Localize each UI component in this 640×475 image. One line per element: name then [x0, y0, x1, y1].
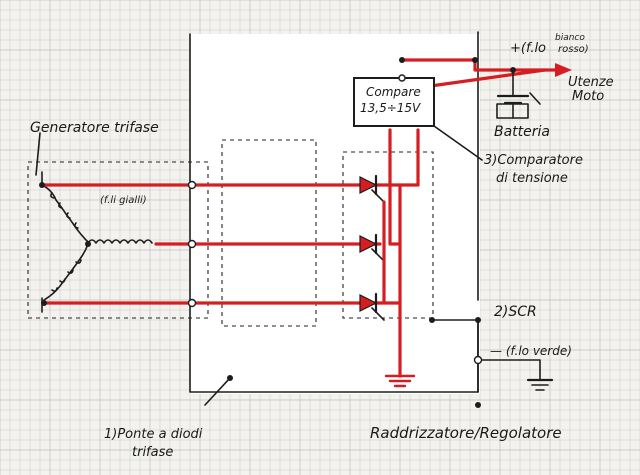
bridge-label-2: trifase — [132, 445, 173, 460]
red-wire-top-label: bianco — [555, 33, 585, 43]
ground-symbol — [384, 360, 416, 388]
yellow-wires-label: (f.li gialli) — [100, 195, 147, 206]
green-wire-label: — (f.lo verde) — [490, 344, 572, 358]
scr-label: 2)SCR — [494, 304, 537, 320]
scr-3 — [359, 292, 385, 321]
battery-label: Batteria — [494, 124, 550, 140]
plus-red-label: +(f.lo — [510, 41, 546, 56]
comparator-note-2: di tensione — [496, 171, 568, 186]
loads-label-2: Moto — [572, 89, 604, 104]
scr-2 — [359, 233, 385, 262]
rectifier-regulator-label: Raddrizzatore/Regolatore — [370, 424, 562, 442]
comparator-box-label-1: Compare — [366, 85, 421, 99]
white-panels — [190, 34, 480, 394]
connection-nodes — [39, 57, 516, 408]
loads-label-1: Utenze — [568, 75, 614, 90]
scr-diodes — [359, 174, 385, 321]
comparator-box — [353, 77, 435, 127]
bridge-label-1: 1)Ponte a diodi — [104, 427, 203, 442]
dashed-blocks — [27, 139, 434, 327]
red-wire-label: rosso) — [558, 44, 589, 55]
generator-label: Generatore trifase — [30, 120, 159, 136]
labels: Generatore trifase (f.li gialli) Compare… — [30, 33, 614, 460]
comparator-leader — [433, 125, 483, 161]
comparator-box-label-2: 13,5÷15V — [360, 101, 421, 115]
battery-symbol — [496, 69, 541, 119]
comparator-note-1: 3)Comparatore — [484, 153, 583, 168]
scr-1 — [359, 174, 385, 203]
loads-arrow — [555, 63, 572, 77]
